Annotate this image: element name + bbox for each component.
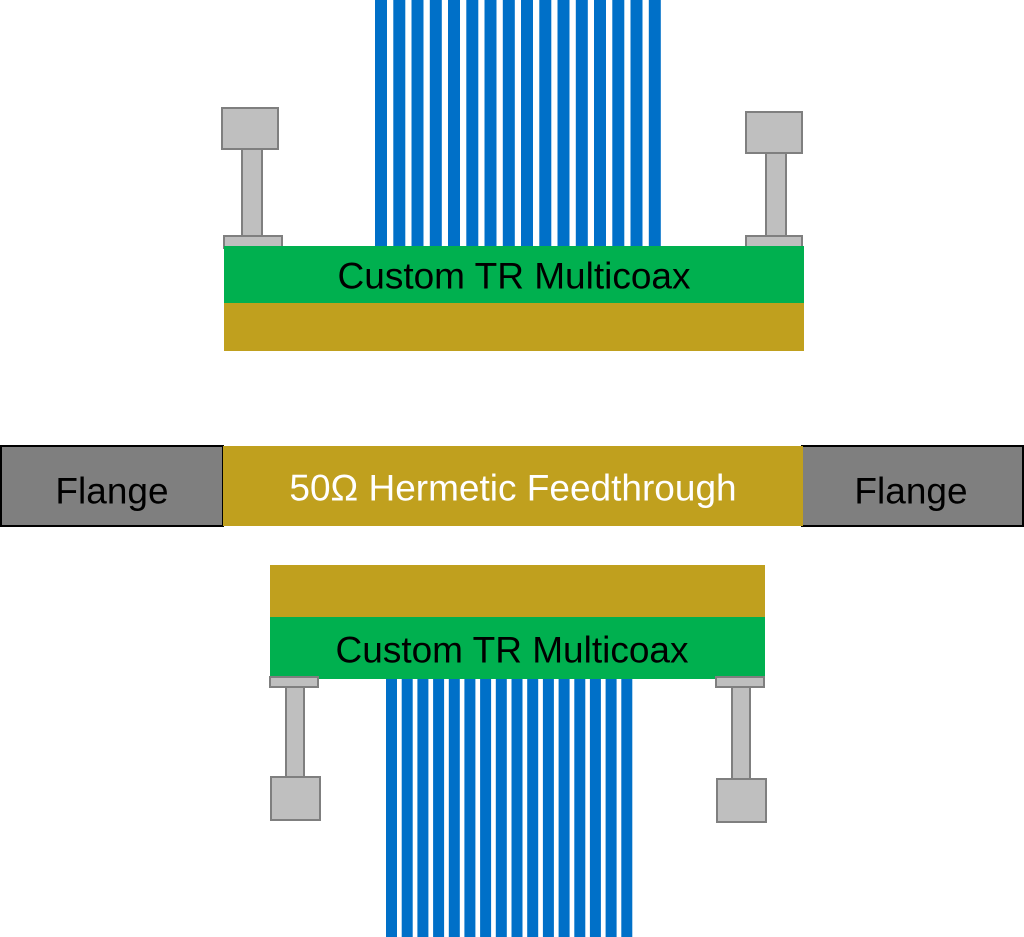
top-cable-4 xyxy=(429,0,442,248)
top-multicoax-label: Custom TR Multicoax xyxy=(338,256,691,297)
top-cable-16 xyxy=(648,0,661,248)
top-cable-bundle xyxy=(375,0,661,248)
bottom-multicoax-board xyxy=(270,617,765,679)
top-cable-8 xyxy=(502,0,515,248)
bottom-right-screw xyxy=(715,676,767,823)
top-cable-1 xyxy=(375,0,387,248)
bottom-gold-plate xyxy=(270,565,765,617)
feedthrough-label: 50Ω Hermetic Feedthrough xyxy=(289,468,736,509)
top-left-screw xyxy=(221,107,283,249)
top-cable-15 xyxy=(630,0,643,248)
bottom-cable-11 xyxy=(542,677,554,937)
bottom-cable-3 xyxy=(417,677,429,937)
bottom-multicoax-assembly: Custom TR Multicoax xyxy=(269,565,767,937)
top-multicoax-board xyxy=(224,246,804,303)
bottom-cable-16 xyxy=(621,677,633,937)
top-right-screw xyxy=(745,111,803,249)
bottom-cable-13 xyxy=(574,677,586,937)
bottom-cable-7 xyxy=(480,677,492,937)
bottom-cable-bundle xyxy=(386,677,633,937)
bottom-cable-8 xyxy=(495,677,507,937)
hermetic-feedthrough: Flange Flange 50Ω Hermetic Feedthrough xyxy=(0,445,1024,527)
bottom-cable-10 xyxy=(527,677,539,937)
bottom-cable-5 xyxy=(448,677,460,937)
bottom-cable-6 xyxy=(464,677,476,937)
top-gold-plate xyxy=(224,303,804,351)
top-multicoax-assembly: Custom TR Multicoax xyxy=(221,0,804,351)
top-cable-9 xyxy=(521,0,533,248)
top-cable-7 xyxy=(484,0,497,248)
top-cable-5 xyxy=(448,0,460,248)
bottom-multicoax-label: Custom TR Multicoax xyxy=(336,630,689,671)
bottom-cable-15 xyxy=(605,677,617,937)
top-cable-3 xyxy=(411,0,424,248)
bottom-cable-12 xyxy=(558,677,570,937)
flange-left-label: Flange xyxy=(55,471,168,512)
top-cable-6 xyxy=(466,0,479,248)
bottom-cable-1 xyxy=(386,677,397,937)
bottom-cable-9 xyxy=(511,677,523,937)
top-cable-11 xyxy=(557,0,570,248)
top-cable-13 xyxy=(594,0,606,248)
bottom-left-screw xyxy=(269,676,321,821)
top-cable-12 xyxy=(575,0,588,248)
top-cable-14 xyxy=(612,0,625,248)
bottom-cable-2 xyxy=(401,677,413,937)
flange-right-label: Flange xyxy=(854,471,967,512)
top-cable-2 xyxy=(393,0,406,248)
top-cable-10 xyxy=(539,0,552,248)
feedthrough-body xyxy=(223,446,803,526)
bottom-cable-4 xyxy=(433,677,445,937)
bottom-cable-14 xyxy=(589,677,601,937)
